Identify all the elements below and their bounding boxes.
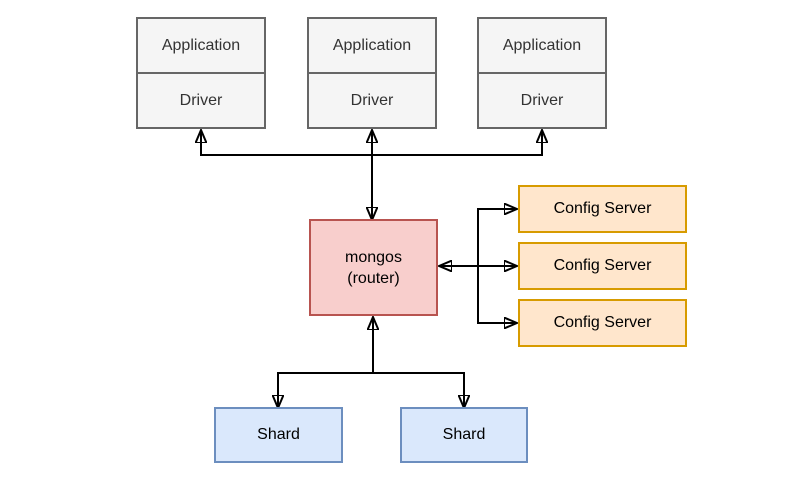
router-label-line2: (router) bbox=[347, 269, 400, 287]
node-application-1: Application Driver bbox=[136, 17, 266, 129]
node-config-server-2: Config Server bbox=[518, 242, 687, 290]
node-config-server-1: Config Server bbox=[518, 185, 687, 233]
edge-config-branch-bottom bbox=[477, 266, 517, 323]
shard-label: Shard bbox=[442, 426, 486, 443]
node-shard-1: Shard bbox=[214, 407, 343, 463]
node-config-server-3: Config Server bbox=[518, 299, 687, 347]
config-server-label: Config Server bbox=[553, 200, 652, 217]
router-label-line1: mongos bbox=[345, 248, 402, 266]
config-server-label: Config Server bbox=[553, 314, 652, 331]
node-application-2: Application Driver bbox=[307, 17, 437, 129]
edge-drivers-fanout bbox=[201, 130, 542, 156]
application-label: Application bbox=[138, 19, 264, 74]
driver-label: Driver bbox=[179, 91, 223, 109]
driver-label: Driver bbox=[350, 91, 394, 109]
config-server-label: Config Server bbox=[553, 257, 652, 274]
node-shard-2: Shard bbox=[400, 407, 528, 463]
shard-label: Shard bbox=[257, 426, 300, 443]
edge-shards-fanout bbox=[278, 372, 464, 408]
node-mongos-router: mongos (router) bbox=[309, 219, 438, 316]
driver-label: Driver bbox=[520, 91, 564, 109]
edge-config-branch-top bbox=[477, 209, 517, 266]
application-label: Application bbox=[479, 19, 605, 74]
node-application-3: Application Driver bbox=[477, 17, 607, 129]
application-label: Application bbox=[309, 19, 435, 74]
